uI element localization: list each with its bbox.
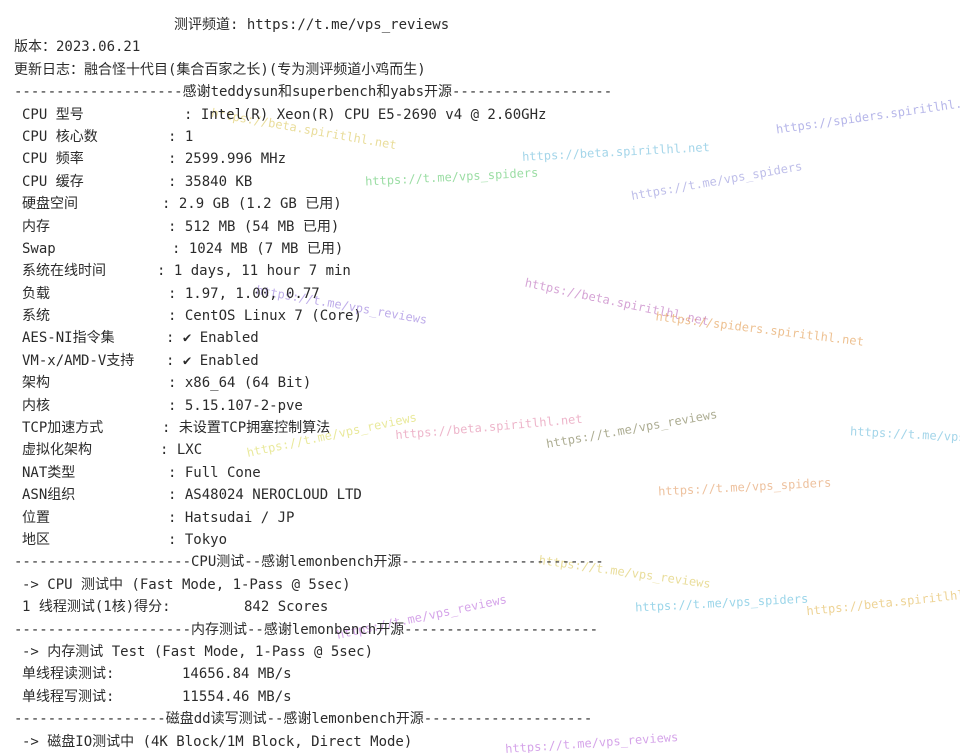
- channel-line: 测评频道: https://t.me/vps_reviews: [174, 17, 450, 33]
- sysinfo-row: 系统 : CentOS Linux 7 (Core): [14, 305, 954, 327]
- sysinfo-label: 位置: [22, 509, 50, 526]
- sysinfo-value: : AS48024 NEROCLOUD LTD: [168, 487, 362, 504]
- sysinfo-label: CPU 核心数: [22, 128, 98, 145]
- sysinfo-value: : 35840 KB: [168, 173, 253, 190]
- sysinfo-row: AES-NI指令集 : ✔ Enabled: [14, 327, 954, 349]
- sysinfo-value: : 1 days, 11 hour 7 min: [157, 263, 351, 280]
- changelog-line: 更新日志：融合怪十代目(集合百家之长)(专为测评频道小鸡而生): [14, 61, 426, 78]
- sysinfo-row: 内核 : 5.15.107-2-pve: [14, 395, 954, 417]
- sysinfo-label: TCP加速方式: [22, 420, 104, 437]
- sysinfo-row: CPU 频率 : 2599.996 MHz: [14, 148, 954, 170]
- sysinfo-value: : 1: [168, 128, 194, 145]
- sysinfo-value: : Full Cone: [168, 464, 261, 481]
- sysinfo-value: : ✔ Enabled: [166, 330, 259, 347]
- cpu-score-label: 1 线程测试(1核)得分:: [22, 599, 171, 616]
- sysinfo-row: 架构 : x86_64 (64 Bit): [14, 372, 954, 394]
- separator-thanks: --------------------感谢teddysun和superbenc…: [14, 84, 613, 101]
- memory-read-row: 单线程读测试: 14656.84 MB/s: [14, 663, 954, 685]
- sysinfo-label: NAT类型: [22, 464, 76, 481]
- sysinfo-label: ASN组织: [22, 487, 76, 504]
- sysinfo-label: 架构: [22, 375, 50, 392]
- sysinfo-row: NAT类型 : Full Cone: [14, 462, 954, 484]
- memory-read-value: 14656.84 MB/s: [182, 666, 292, 683]
- sysinfo-value: : 1024 MB (7 MB 已用): [172, 240, 344, 257]
- sysinfo-label: Swap: [22, 240, 56, 257]
- terminal-output: 测评频道: https://t.me/vps_reviews 版本：2023.0…: [14, 14, 954, 753]
- version-line: 版本：2023.06.21: [14, 39, 141, 56]
- sysinfo-value: : Intel(R) Xeon(R) CPU E5-2690 v4 @ 2.60…: [184, 106, 547, 123]
- cpu-score-row: 1 线程测试(1核)得分: 842 Scores: [14, 596, 954, 618]
- sysinfo-value: : Tokyo: [168, 531, 228, 548]
- cpu-test-status: -> CPU 测试中 (Fast Mode, 1-Pass @ 5sec): [22, 576, 351, 593]
- memory-read-label: 单线程读测试:: [22, 666, 115, 683]
- sysinfo-row: 虚拟化架构 : LXC: [14, 439, 954, 461]
- separator-cpu: ---------------------CPU测试--感谢lemonbench…: [14, 554, 604, 571]
- sysinfo-row: 负载 : 1.97, 1.00, 0.77: [14, 283, 954, 305]
- sysinfo-value: : x86_64 (64 Bit): [168, 375, 312, 392]
- sysinfo-row: VM-x/AMD-V支持 : ✔ Enabled: [14, 350, 954, 372]
- memory-write-value: 11554.46 MB/s: [182, 688, 292, 705]
- sysinfo-value: : CentOS Linux 7 (Core): [168, 308, 362, 325]
- sysinfo-row: 内存 : 512 MB (54 MB 已用): [14, 216, 954, 238]
- sysinfo-value: : 512 MB (54 MB 已用): [168, 218, 340, 235]
- sysinfo-label: VM-x/AMD-V支持: [22, 352, 135, 369]
- sysinfo-value: : 2.9 GB (1.2 GB 已用): [162, 196, 342, 213]
- sysinfo-label: 硬盘空间: [22, 196, 78, 213]
- sysinfo-row: CPU 缓存 : 35840 KB: [14, 171, 954, 193]
- sysinfo-value: : 5.15.107-2-pve: [168, 397, 303, 414]
- sysinfo-label: CPU 频率: [22, 151, 84, 168]
- sysinfo-row: 系统在线时间 : 1 days, 11 hour 7 min: [14, 260, 954, 282]
- sysinfo-value: : 2599.996 MHz: [168, 151, 287, 168]
- cpu-score-value: 842 Scores: [244, 599, 329, 616]
- sysinfo-label: 内存: [22, 218, 50, 235]
- sysinfo-row: 硬盘空间 : 2.9 GB (1.2 GB 已用): [14, 193, 954, 215]
- sysinfo-row: CPU 核心数 : 1: [14, 126, 954, 148]
- sysinfo-row: ASN组织 : AS48024 NEROCLOUD LTD: [14, 484, 954, 506]
- disk-test-status: -> 磁盘IO测试中 (4K Block/1M Block, Direct Mo…: [22, 733, 413, 750]
- separator-disk: ------------------磁盘dd读写测试--感谢lemonbench…: [14, 711, 593, 728]
- memory-test-status: -> 内存测试 Test (Fast Mode, 1-Pass @ 5sec): [22, 643, 374, 660]
- sysinfo-label: CPU 缓存: [22, 173, 84, 190]
- memory-write-row: 单线程写测试: 11554.46 MB/s: [14, 686, 954, 708]
- sysinfo-row: TCP加速方式 : 未设置TCP拥塞控制算法: [14, 417, 954, 439]
- sysinfo-label: 负载: [22, 285, 50, 302]
- sysinfo-value: : 未设置TCP拥塞控制算法: [162, 420, 331, 437]
- sysinfo-label: AES-NI指令集: [22, 330, 115, 347]
- sysinfo-row: 地区 : Tokyo: [14, 529, 954, 551]
- sysinfo-label: 内核: [22, 397, 50, 414]
- sysinfo-row: Swap : 1024 MB (7 MB 已用): [14, 238, 954, 260]
- sysinfo-value: : Hatsudai / JP: [168, 509, 295, 526]
- sysinfo-row: 位置 : Hatsudai / JP: [14, 507, 954, 529]
- separator-memory: ---------------------内存测试--感谢lemonbench开…: [14, 621, 599, 638]
- sysinfo-value: : 1.97, 1.00, 0.77: [168, 285, 320, 302]
- memory-write-label: 单线程写测试:: [22, 688, 115, 705]
- sysinfo-label: CPU 型号: [22, 106, 84, 123]
- sysinfo-label: 地区: [22, 531, 50, 548]
- sysinfo-label: 系统在线时间: [22, 263, 106, 280]
- sysinfo-row: CPU 型号 : Intel(R) Xeon(R) CPU E5-2690 v4 …: [14, 104, 954, 126]
- sysinfo-value: : ✔ Enabled: [166, 352, 259, 369]
- sysinfo-label: 系统: [22, 308, 50, 325]
- sysinfo-label: 虚拟化架构: [22, 442, 92, 459]
- sysinfo-value: : LXC: [160, 442, 203, 459]
